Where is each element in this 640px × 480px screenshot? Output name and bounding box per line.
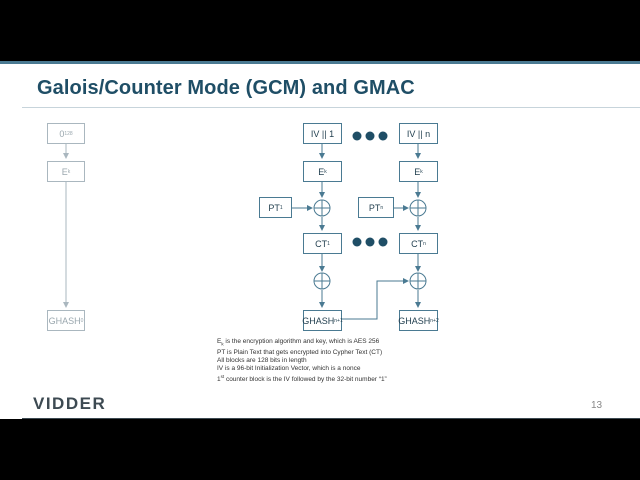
vidder-logo: VIDDER	[33, 394, 107, 413]
page-number: 13	[591, 400, 603, 411]
ivn-block: IV || n	[399, 123, 438, 144]
gcm-flow-lines	[292, 144, 421, 320]
slide: Galois/Counter Mode (GCM) and GMAC	[0, 61, 640, 419]
note-line: PT is Plain Text that gets encrypted int…	[217, 348, 383, 356]
xor-ghash-n-icon	[409, 272, 427, 290]
note-line: IV is a 96-bit Initialization Vector, wh…	[217, 364, 361, 372]
slide-title: Galois/Counter Mode (GCM) and GMAC	[37, 77, 415, 99]
ellipsis-mid-icon	[352, 237, 388, 247]
note-line: 1st counter block is the IV followed by …	[217, 374, 387, 384]
notes: Ek is the encryption algorithm and key, …	[217, 338, 387, 384]
gcm-diagram	[63, 131, 427, 320]
xor-n-icon	[409, 199, 427, 217]
ellipsis-top-icon	[352, 131, 388, 141]
footer-divider	[22, 418, 640, 419]
slide-top-bar	[0, 61, 640, 64]
title-divider	[22, 107, 640, 108]
iv1-block: IV || 1	[303, 123, 342, 144]
xor-ghash-1-icon	[313, 272, 331, 290]
xor-1-icon	[313, 199, 331, 217]
note-line: Ek is the encryption algorithm and key, …	[217, 338, 380, 347]
note-line: All blocks are 128 bits in length	[217, 356, 307, 364]
